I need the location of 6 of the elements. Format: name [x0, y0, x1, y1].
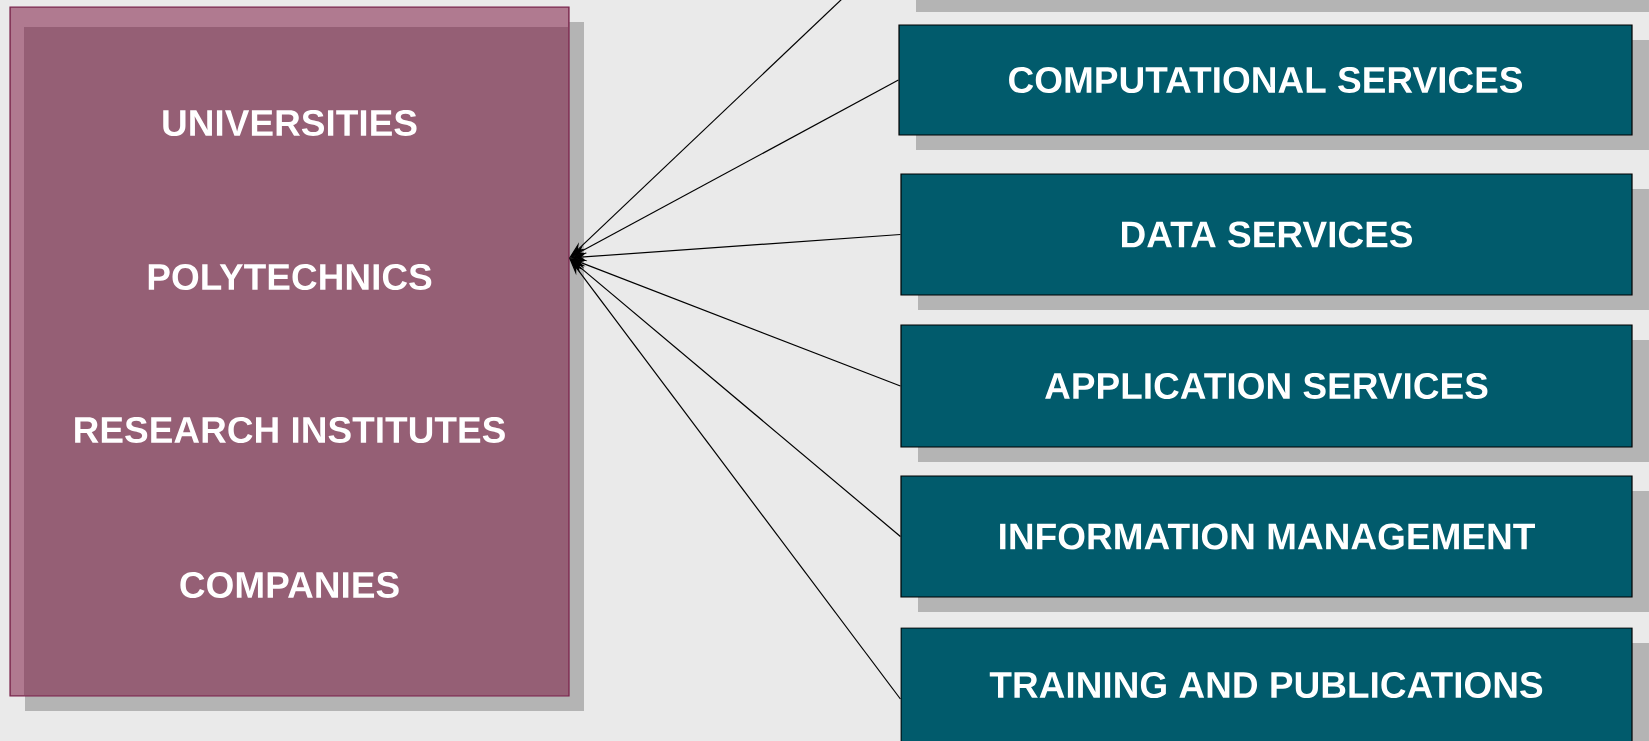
service-box: APPLICATION SERVICES: [900, 324, 1649, 462]
service-box: DATA SERVICES: [900, 173, 1649, 310]
service-box: TRAINING AND PUBLICATIONS: [900, 627, 1649, 741]
service-box: INFORMATION MANAGEMENT: [900, 475, 1649, 612]
institution-box: UNIVERSITIES POLYTECHNICS RESEARCH INSTITUTES COMPANIES: [9, 6, 584, 711]
service-box: COMPUTATIONAL SERVICES: [898, 24, 1649, 150]
